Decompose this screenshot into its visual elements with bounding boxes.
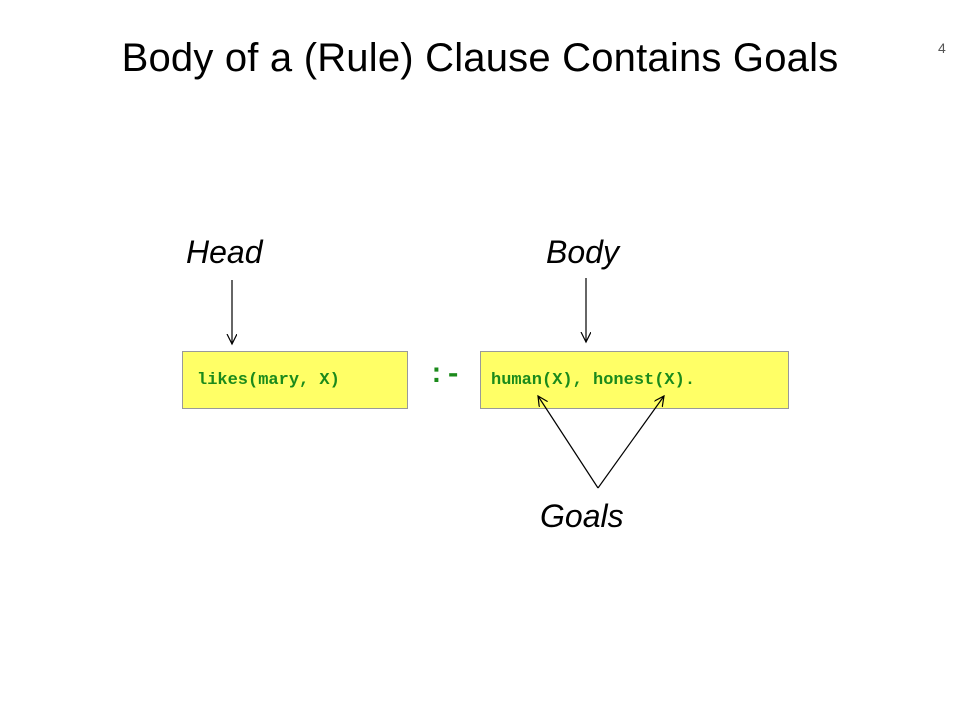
slide-number: 4 — [938, 40, 946, 56]
goals-label: Goals — [540, 498, 624, 534]
head-label: Head — [186, 234, 263, 270]
body-box: human(X), honest(X). — [480, 351, 789, 409]
head-box: likes(mary, X) — [182, 351, 408, 409]
goal-arrow-human — [538, 396, 599, 489]
head-code: likes(mary, X) — [197, 370, 340, 390]
neck-symbol: :- — [428, 360, 462, 391]
body-label: Body — [546, 234, 619, 270]
goal-arrow-honest — [597, 396, 664, 489]
slide-title: Body of a (Rule) Clause Contains Goals — [121, 36, 839, 80]
body-code: human(X), honest(X). — [491, 370, 696, 390]
